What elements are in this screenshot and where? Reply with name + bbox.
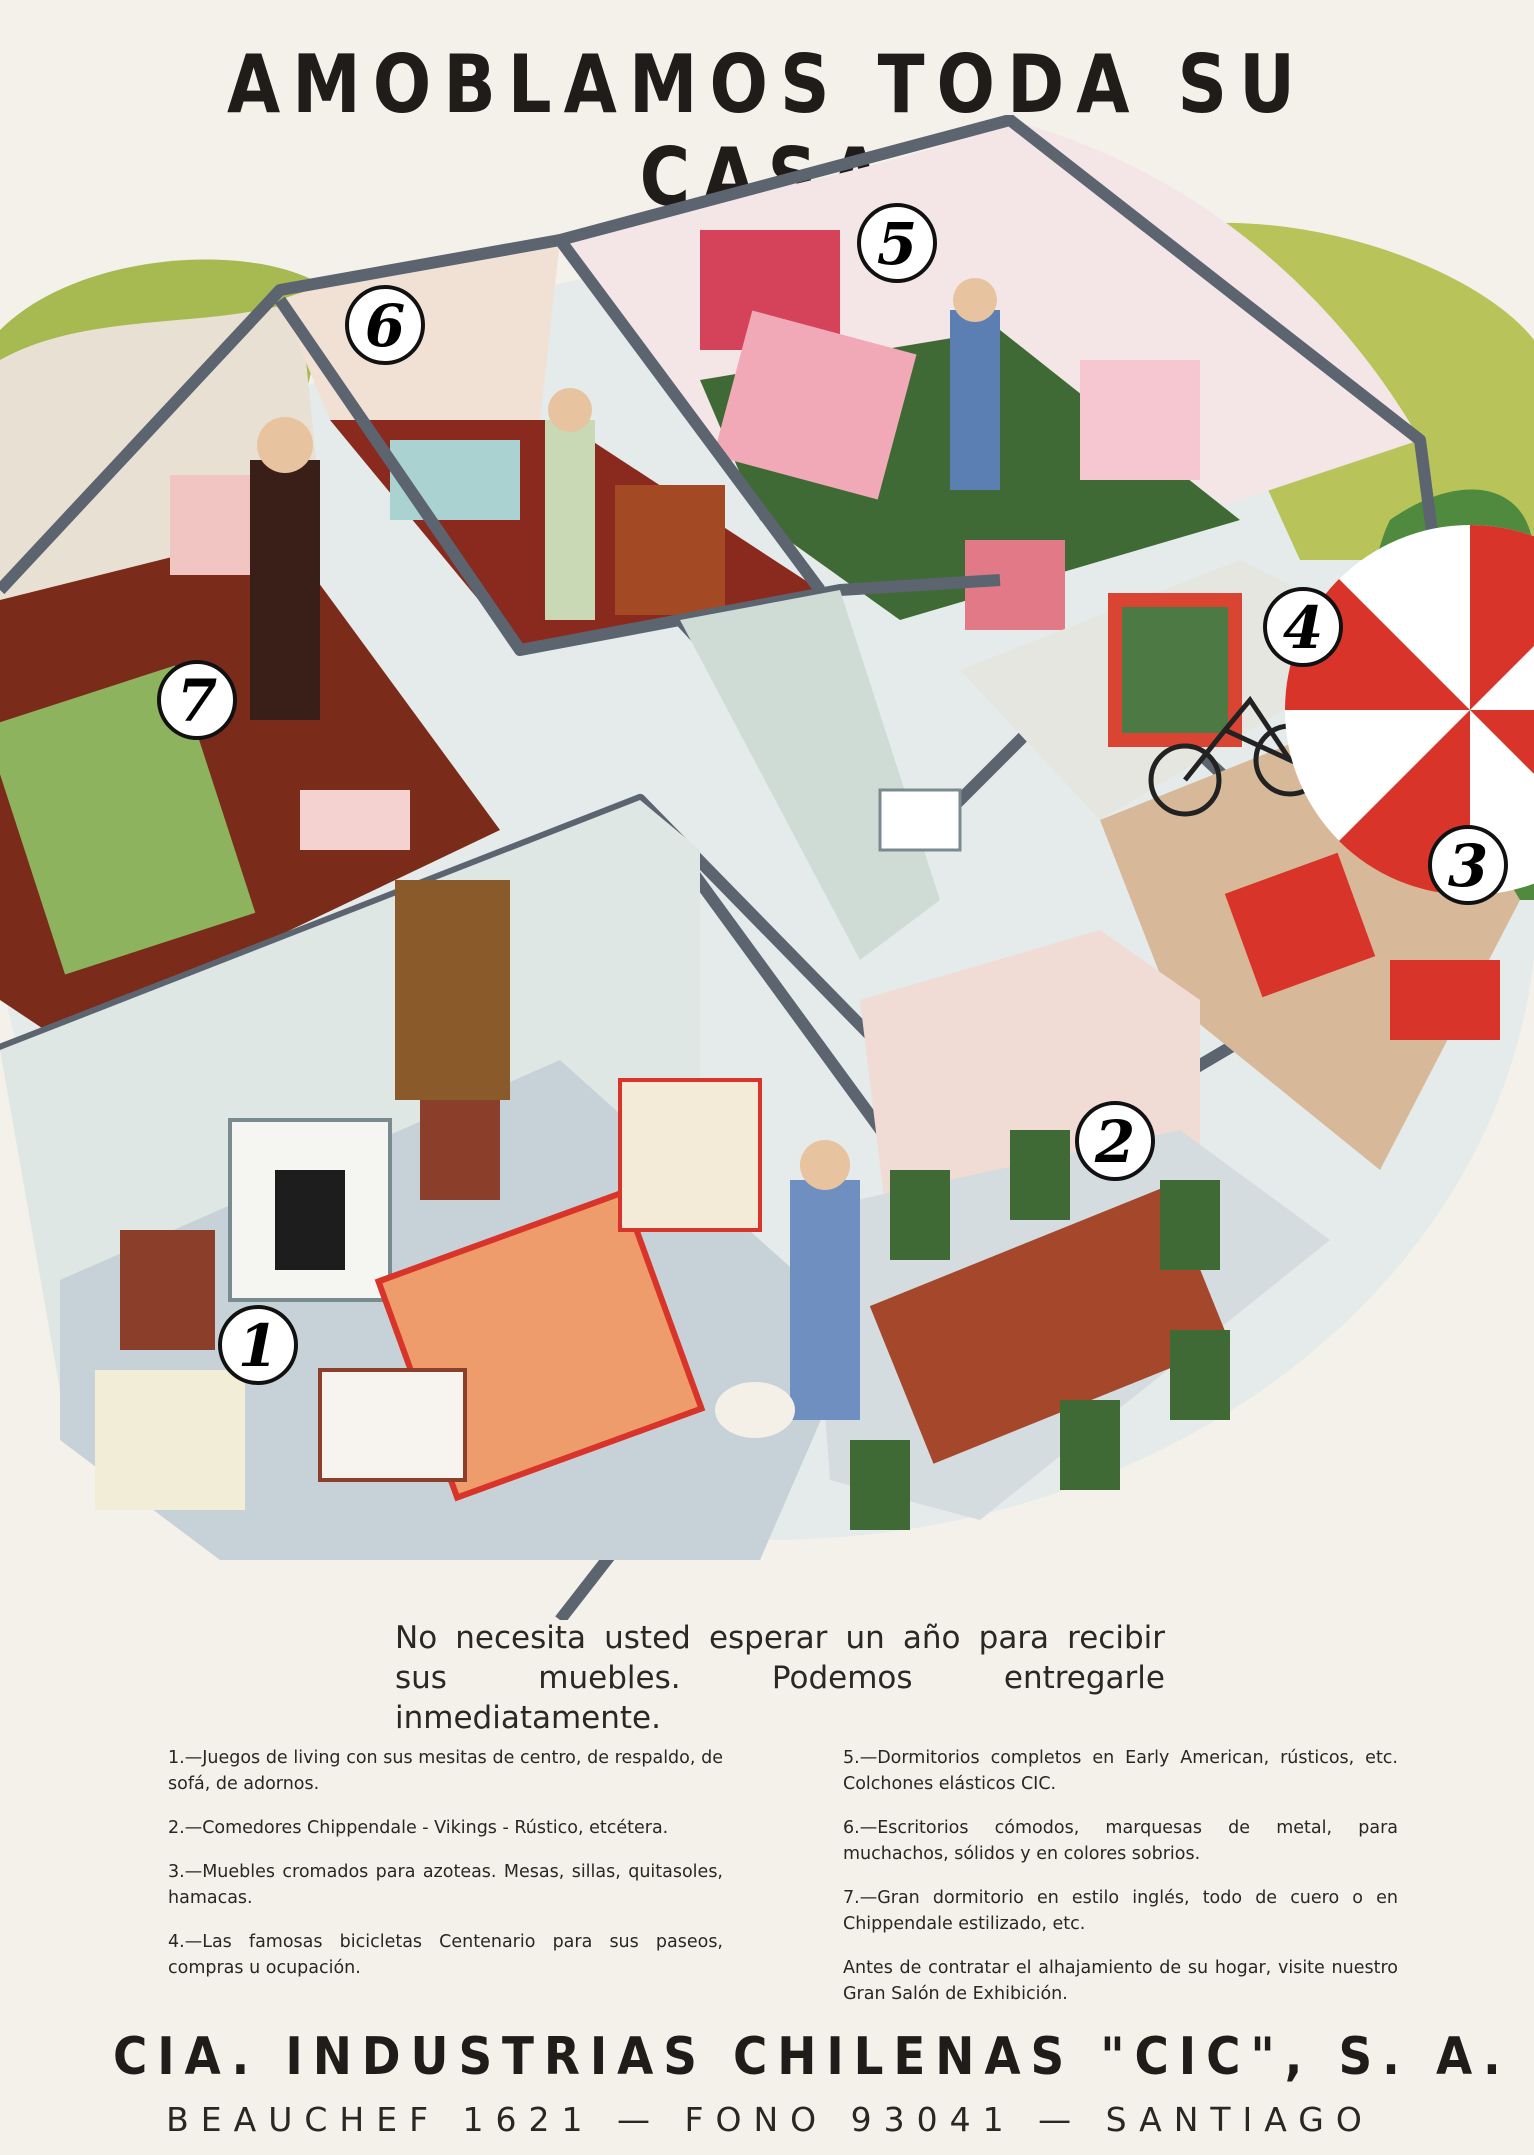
items-right-column: 5.—Dormitorios completos en Early Americ… <box>843 1745 1398 2025</box>
item-3: 3.—Muebles cromados para azoteas. Mesas,… <box>168 1862 723 1908</box>
woman-2 <box>790 1180 860 1420</box>
room-number-3: 3 <box>1428 825 1508 905</box>
intro-text: No necesita usted esperar un año para re… <box>395 1620 1165 1736</box>
floral-armchair <box>618 1078 762 1232</box>
room-number-1-text: 1 <box>238 1312 278 1380</box>
item-2: 2.—Comedores Chippendale - Vikings - Rús… <box>168 1818 669 1838</box>
item-6: 6.—Escritorios cómodos, marquesas de met… <box>843 1818 1398 1864</box>
dining-chair-6 <box>1170 1330 1230 1420</box>
room-number-2: 2 <box>1075 1101 1155 1181</box>
dining-chair-1 <box>890 1170 950 1260</box>
woman-5-head <box>953 278 997 322</box>
side-table <box>120 1230 215 1350</box>
company-address: BEAUCHEF 1621 — FONO 93041 — SANTIAGO <box>166 2100 1374 2139</box>
room-number-2-text: 2 <box>1094 1108 1135 1176</box>
armchair-7 <box>170 475 260 575</box>
bed-6 <box>390 440 520 520</box>
man-head <box>257 417 313 473</box>
window-4 <box>1108 593 1242 747</box>
side-table-2 <box>420 1100 500 1200</box>
bench-7 <box>300 790 410 850</box>
dog <box>715 1382 795 1438</box>
items-left-column: 1.—Juegos de living con sus mesitas de c… <box>168 1745 723 1999</box>
desk-6 <box>615 485 725 615</box>
boy-head <box>548 388 592 432</box>
item-5: 5.—Dormitorios completos en Early Americ… <box>843 1748 1398 1794</box>
bathroom-wall <box>680 590 940 960</box>
room-number-5: 5 <box>857 203 937 283</box>
room-number-4: 4 <box>1263 587 1343 667</box>
dining-chair-3 <box>1160 1180 1220 1270</box>
coffee-table <box>318 1368 467 1482</box>
item-4: 4.—Las famosas bicicletas Centenario par… <box>168 1932 723 1978</box>
sink <box>878 788 962 852</box>
patio-table <box>1390 960 1500 1040</box>
woman-2-head <box>800 1140 850 1190</box>
room-number-6-text: 6 <box>365 292 405 360</box>
item-7: 7.—Gran dormitorio en estilo inglés, tod… <box>843 1888 1398 1934</box>
vanity-5 <box>1080 360 1200 480</box>
house-cutaway-illustration: 1 2 3 4 5 6 7 <box>0 115 1534 1620</box>
wall-5-inner <box>555 236 825 594</box>
bed-7 <box>0 665 256 975</box>
dining-chair-4 <box>850 1440 910 1530</box>
bookshelf <box>395 880 510 1100</box>
woman-5 <box>950 310 1000 490</box>
room-number-1: 1 <box>218 1305 298 1385</box>
room-number-5-text: 5 <box>877 210 917 278</box>
company-name: CIA. INDUSTRIAS CHILENAS "CIC", S. A. <box>113 2027 1511 2087</box>
room-number-4-text: 4 <box>1283 594 1323 662</box>
room-number-3-text: 3 <box>1448 832 1488 900</box>
man-figure <box>250 460 320 720</box>
dining-table <box>869 1186 1231 1464</box>
dining-chair-5 <box>1060 1400 1120 1490</box>
armchair-1 <box>95 1370 245 1510</box>
room-number-7: 7 <box>157 660 237 740</box>
patio-chair <box>1224 852 1376 998</box>
room-number-7-text: 7 <box>177 667 217 735</box>
room-number-6: 6 <box>345 285 425 365</box>
visit-note: Antes de contratar el alhajamiento de su… <box>843 1958 1398 2004</box>
item-1: 1.—Juegos de living con sus mesitas de c… <box>168 1748 723 1794</box>
bed-5 <box>713 310 917 500</box>
boy-figure <box>545 420 595 620</box>
fireplace-opening <box>275 1170 345 1270</box>
dining-chair-2 <box>1010 1130 1070 1220</box>
